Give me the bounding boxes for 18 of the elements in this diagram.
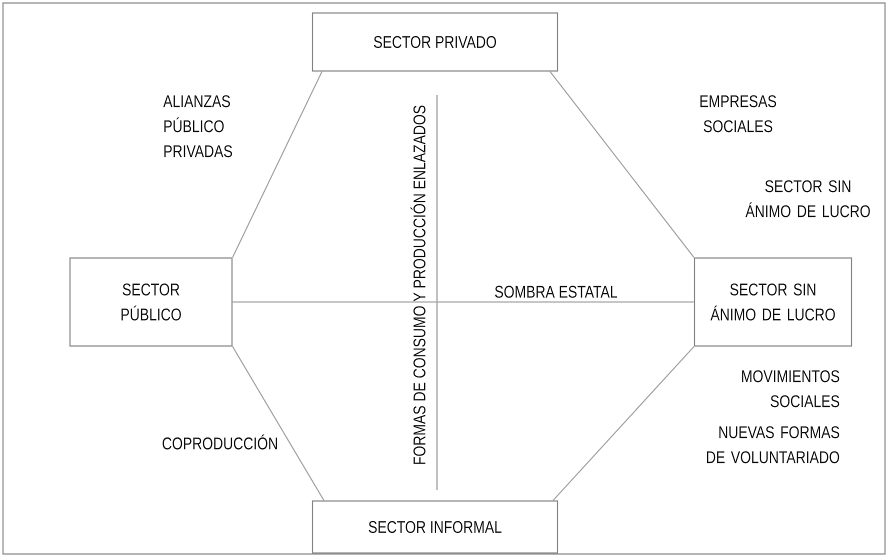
connector-line bbox=[552, 346, 694, 501]
connector-line bbox=[232, 301, 418, 303]
sector-box: SECTOR PRIVADO bbox=[312, 12, 558, 72]
connector-line bbox=[418, 301, 694, 303]
sector-box: SECTOR INFORMAL bbox=[312, 500, 558, 554]
text-label: ALIANZAS PÚBLICO PRIVADAS bbox=[163, 95, 232, 158]
connector-line bbox=[232, 71, 322, 258]
text-label: SECTOR SIN ÁNIMO DE LUCRO bbox=[745, 180, 870, 218]
edge-label: SOMBRA ESTATAL bbox=[493, 284, 619, 299]
text-label: MOVIMIENTOS SOCIALES bbox=[742, 370, 840, 408]
text-label: NUEVAS FORMAS DE VOLUNTARIADO bbox=[706, 426, 840, 464]
sector-box: SECTOR PÚBLICO bbox=[69, 257, 233, 347]
sector-box: SECTOR SIN ÁNIMO DE LUCRO bbox=[694, 257, 852, 347]
connector-line bbox=[232, 346, 324, 501]
text-label: COPRODUCCIÓN bbox=[162, 434, 277, 450]
vertical-text: FORMAS DE CONSUMO Y PRODUCCIÓN ENLAZADOS bbox=[410, 106, 426, 464]
connector-line bbox=[550, 71, 694, 258]
text-label: EMPRESAS SOCIALES bbox=[700, 95, 776, 132]
